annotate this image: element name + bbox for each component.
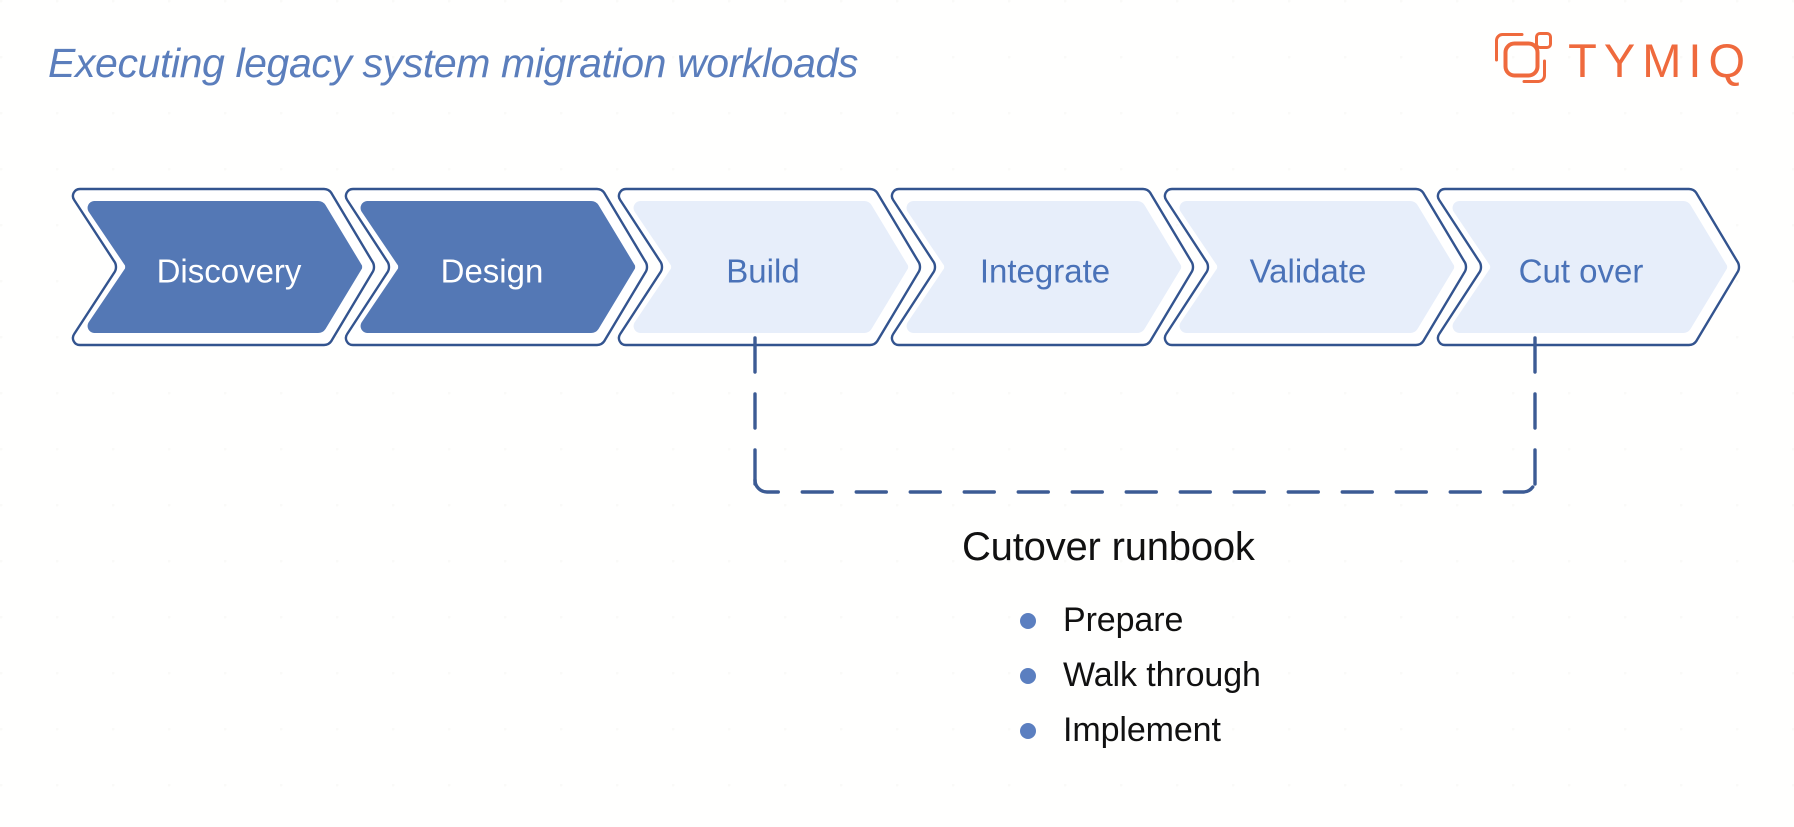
overlapping-rounded-squares-icon bbox=[1492, 30, 1554, 88]
pipeline-stage-label: Integrate bbox=[980, 253, 1110, 290]
pipeline-stage-design[interactable]: Design bbox=[344, 187, 649, 347]
runbook-title: Cutover runbook bbox=[962, 525, 1255, 569]
list-item: Implement bbox=[1020, 703, 1662, 758]
pipeline-stage-label: Validate bbox=[1250, 253, 1367, 290]
migration-phase-pipeline: Discovery Design Build Integrate Validat… bbox=[0, 178, 1794, 358]
list-item: Walk through bbox=[1020, 648, 1662, 703]
pipeline-stage-label: Discovery bbox=[157, 253, 302, 290]
pipeline-stage-label: Build bbox=[726, 253, 799, 290]
pipeline-stage-integrate[interactable]: Integrate bbox=[890, 187, 1195, 347]
pipeline-stage-label: Design bbox=[441, 253, 544, 290]
bullet-dot-icon bbox=[1020, 612, 1036, 629]
list-item: Prepare bbox=[1020, 593, 1662, 648]
page-title: Executing legacy system migration worklo… bbox=[48, 40, 858, 86]
connector-line-bottom bbox=[753, 478, 1537, 494]
runbook-list: Prepare Walk through Implement bbox=[1020, 593, 1662, 758]
pipeline-stage-discovery[interactable]: Discovery bbox=[71, 187, 376, 347]
brand-logo: TYMIQ bbox=[1492, 28, 1752, 90]
pipeline-stage-validate[interactable]: Validate bbox=[1163, 187, 1468, 347]
logo-wordmark: TYMIQ bbox=[1568, 33, 1752, 87]
cutover-runbook-block: Cutover runbook Prepare Walk through Imp… bbox=[962, 527, 1662, 758]
runbook-item-label: Implement bbox=[1063, 711, 1221, 749]
pipeline-svg: Discovery Design Build Integrate Validat… bbox=[71, 187, 1741, 347]
connector-svg bbox=[753, 336, 1537, 494]
bullet-dot-icon bbox=[1020, 722, 1036, 739]
pipeline-stage-cut-over[interactable]: Cut over bbox=[1436, 187, 1741, 347]
pipeline-stage-label: Cut over bbox=[1519, 253, 1644, 290]
pipeline-stage-build[interactable]: Build bbox=[617, 187, 922, 347]
runbook-item-label: Walk through bbox=[1063, 656, 1261, 694]
cutover-scope-bracket bbox=[0, 330, 1794, 520]
runbook-item-label: Prepare bbox=[1063, 601, 1184, 639]
slide-header: Executing legacy system migration worklo… bbox=[0, 0, 1794, 140]
bullet-dot-icon bbox=[1020, 667, 1036, 684]
